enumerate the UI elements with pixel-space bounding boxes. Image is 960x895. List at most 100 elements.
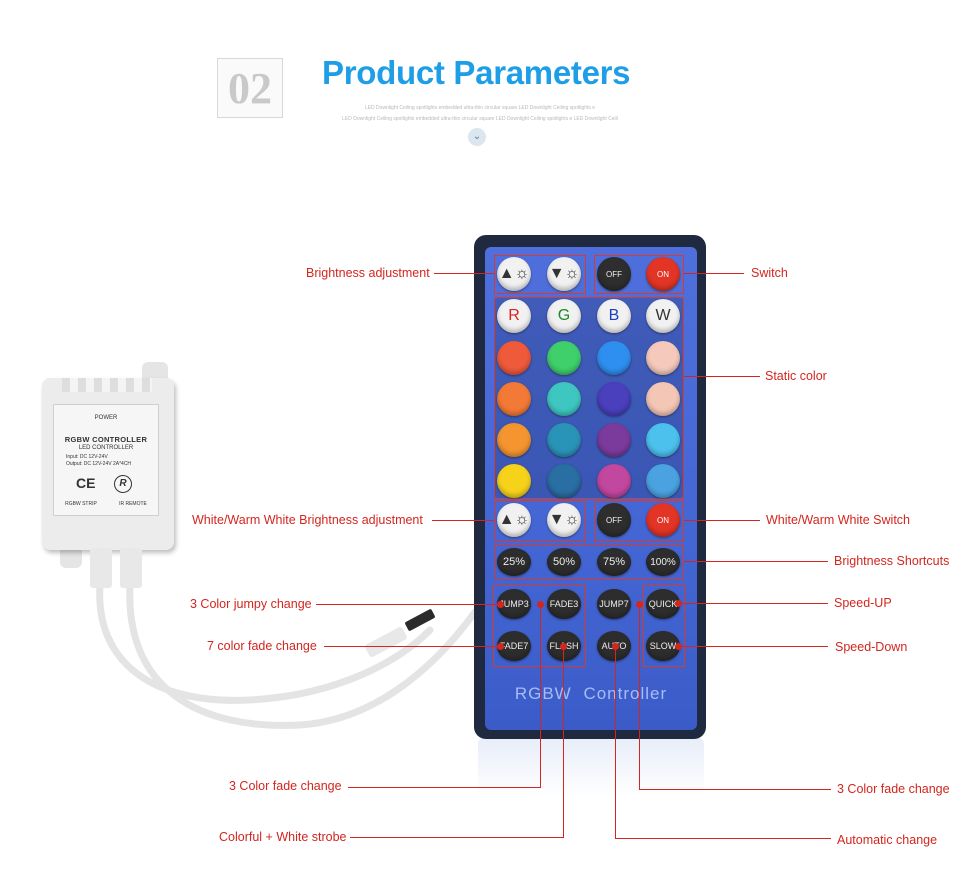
leader-line: [684, 520, 760, 521]
controller-mount-ear: [60, 546, 82, 568]
color-button-4-1[interactable]: [497, 464, 531, 498]
marker-dot: [497, 643, 504, 650]
marker-dot: [497, 601, 504, 608]
leader-line: [615, 647, 616, 838]
label-fade3-left: 3 Color fade change: [229, 779, 342, 793]
color-button-4-2[interactable]: [547, 464, 581, 498]
brightness-100-button[interactable]: 100%: [646, 548, 680, 576]
leader-line: [678, 646, 828, 647]
brightness-75-button[interactable]: 75%: [597, 548, 631, 576]
label-ww-brightness: White/Warm White Brightness adjustment: [192, 513, 423, 527]
marker-dot: [537, 601, 544, 608]
controller-cable-plug: [120, 548, 142, 588]
brightness-50-button[interactable]: 50%: [547, 548, 581, 576]
brightness-shortcuts-highlight: [494, 545, 684, 579]
color-button-1-1[interactable]: [497, 341, 531, 375]
leader-line: [678, 603, 828, 604]
color-button-1-4[interactable]: [646, 341, 680, 375]
leader-line: [350, 837, 564, 838]
label-brightness-adjustment: Brightness adjustment: [306, 266, 430, 280]
section-number: 02: [217, 58, 283, 118]
color-button-1-2[interactable]: [547, 341, 581, 375]
green-button[interactable]: G: [547, 299, 581, 333]
label-static-color: Static color: [765, 369, 827, 383]
brightness-down-button[interactable]: ▼☼: [547, 257, 581, 291]
label-switch: Switch: [751, 266, 788, 280]
leader-line: [348, 787, 541, 788]
controller-ribs: [62, 378, 152, 392]
white-button[interactable]: W: [646, 299, 680, 333]
subtitle-line-2: LED Downlight Ceiling spotlights embedde…: [342, 116, 618, 122]
remote-reflection: [478, 738, 704, 798]
brightness-25-button[interactable]: 25%: [497, 548, 531, 576]
modes-left-highlight: [493, 585, 586, 667]
label-fade7: 7 color fade change: [207, 639, 317, 653]
color-button-2-2[interactable]: [547, 382, 581, 416]
brightness-up-button[interactable]: ▲☼: [497, 257, 531, 291]
marker-dot: [560, 643, 567, 650]
color-button-3-4[interactable]: [646, 423, 680, 457]
remote-brand: RGBW Controller: [514, 684, 668, 703]
leader-line: [639, 605, 640, 789]
label-speed-down: Speed-Down: [835, 640, 908, 654]
controller-ir-label: IR REMOTE: [119, 501, 147, 507]
leader-line: [324, 646, 500, 647]
label-speed-up: Speed-UP: [834, 596, 892, 610]
ww-brightness-up-button[interactable]: ▲☼: [497, 503, 531, 537]
subtitle-line-1: LED Downlight Ceiling spotlights embedde…: [364, 105, 596, 111]
leader-line: [432, 520, 494, 521]
color-button-3-2[interactable]: [547, 423, 581, 457]
ww-brightness-highlight: [494, 501, 586, 542]
marker-dot: [612, 643, 619, 650]
ce-mark: CE: [76, 475, 96, 491]
fade3-button[interactable]: FADE3: [547, 589, 581, 619]
red-button[interactable]: R: [497, 299, 531, 333]
leader-line: [540, 605, 541, 787]
label-brightness-shortcuts: Brightness Shortcuts: [834, 554, 950, 568]
ww-brightness-down-button[interactable]: ▼☼: [547, 503, 581, 537]
marker-dot: [636, 601, 643, 608]
controller-input: Input: DC 12V-24V: [66, 454, 108, 460]
power-on-button[interactable]: ON: [646, 257, 680, 291]
color-button-4-4[interactable]: [646, 464, 680, 498]
marker-dot: [675, 600, 682, 607]
static-color-highlight: [494, 297, 684, 500]
quick-button[interactable]: QUICK: [646, 589, 680, 619]
power-off-button[interactable]: OFF: [597, 257, 631, 291]
leader-line: [684, 273, 744, 274]
leader-line: [563, 647, 564, 837]
controller-cable-plug: [90, 548, 112, 588]
chevron-down-icon[interactable]: ⌄: [468, 128, 486, 146]
controller-label: POWER RGBW CONTROLLER LED CONTROLLER Inp…: [53, 404, 159, 516]
label-fade3-right: 3 Color fade change: [837, 782, 950, 796]
controller-subtitle: LED CONTROLLER: [78, 445, 134, 451]
jump7-button[interactable]: JUMP7: [597, 589, 631, 619]
leader-line: [684, 561, 828, 562]
color-button-2-1[interactable]: [497, 382, 531, 416]
color-button-2-4[interactable]: [646, 382, 680, 416]
ww-off-button[interactable]: OFF: [597, 503, 631, 537]
color-button-1-3[interactable]: [597, 341, 631, 375]
leader-line: [615, 838, 831, 839]
leader-line: [434, 273, 494, 274]
controller-strip-label: RGBW STRIP: [65, 501, 97, 507]
switch-highlight: [594, 255, 684, 294]
blue-button[interactable]: B: [597, 299, 631, 333]
color-button-3-1[interactable]: [497, 423, 531, 457]
controller-title: RGBW CONTROLLER: [64, 435, 148, 444]
ww-on-button[interactable]: ON: [646, 503, 680, 537]
color-button-4-3[interactable]: [597, 464, 631, 498]
color-button-2-3[interactable]: [597, 382, 631, 416]
r-mark: R: [114, 475, 132, 493]
page-title: Product Parameters: [322, 54, 631, 91]
label-ww-switch: White/Warm White Switch: [766, 513, 911, 527]
leader-line: [316, 604, 500, 605]
slow-button[interactable]: SLOW: [646, 631, 680, 661]
leader-line: [684, 376, 760, 377]
controller-power-text: POWER: [94, 415, 118, 421]
leader-line: [639, 789, 831, 790]
label-strobe: Colorful + White strobe: [219, 830, 347, 844]
color-button-3-3[interactable]: [597, 423, 631, 457]
marker-dot: [675, 643, 682, 650]
